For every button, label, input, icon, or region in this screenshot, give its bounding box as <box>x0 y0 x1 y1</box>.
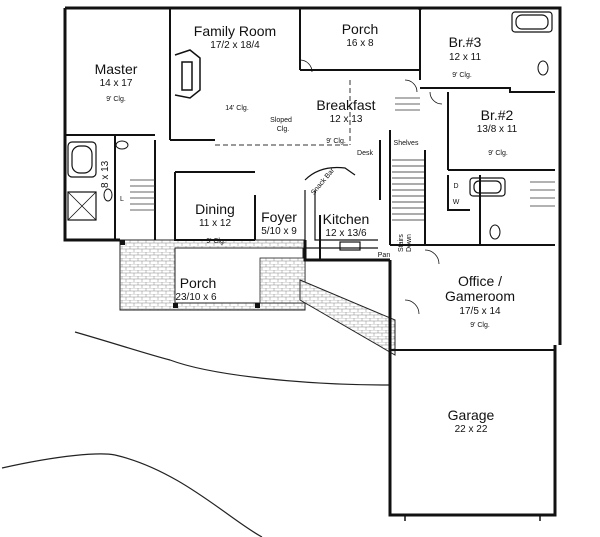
room-name-dining: Dining <box>195 201 235 217</box>
fireplace <box>174 49 201 99</box>
room-name-garage: Garage <box>447 407 495 423</box>
closet-shelving <box>130 97 555 211</box>
room-ceiling-br3: 9' Clg. <box>452 72 472 79</box>
interior-walls <box>65 8 555 351</box>
room-dims-family-room: 17/2 x 18/4 <box>210 40 260 51</box>
room-name-br3: Br.#3 <box>448 34 482 50</box>
stairs-label: Stairs <box>398 234 405 252</box>
room-name-kitchen: Kitchen <box>322 211 370 227</box>
room-ceiling-family-room: 14' Clg. <box>225 105 249 112</box>
room-ceiling-breakfast: 9' Clg. <box>326 138 346 145</box>
shelves-label: Shelves <box>393 140 419 147</box>
door-swings <box>299 59 443 315</box>
room-dims-master: 14 x 17 <box>99 78 133 89</box>
room-name-br2: Br.#2 <box>480 107 514 123</box>
room-name-office: Office / <box>457 273 503 289</box>
room-dims-foyer: 5/10 x 9 <box>261 226 297 237</box>
shower-x <box>67 191 97 221</box>
shower <box>67 191 97 221</box>
toilets <box>103 60 549 240</box>
bathtubs <box>67 11 553 197</box>
garage-door-marks <box>404 515 541 521</box>
pantry-label: Pan <box>377 252 391 259</box>
room-name-gameroom: Gameroom <box>444 288 516 304</box>
room-ceiling-dining: 9' Clg. <box>206 238 226 245</box>
kitchen-counters <box>304 166 378 251</box>
room-dims-kitchen: 12 x 13/6 <box>325 228 367 239</box>
stairs-down-label: Down <box>406 234 413 252</box>
room-dims-garage: 22 x 22 <box>454 424 488 435</box>
room-ceiling-br2: 9' Clg. <box>488 150 508 157</box>
room-dims-br3: 12 x 11 <box>448 52 482 63</box>
room-ceiling-master: 9' Clg. <box>106 96 126 103</box>
room-dims-dining: 11 x 12 <box>198 218 232 229</box>
sloped-note-2: Clg. <box>276 126 290 133</box>
room-name-family-room: Family Room <box>193 23 277 39</box>
linen-label: L <box>120 196 124 203</box>
sloped-ceiling-line <box>215 80 351 146</box>
room-name-porch-back: Porch <box>341 21 379 37</box>
washer-label: W <box>452 199 460 206</box>
room-name-master: Master <box>94 61 138 77</box>
bath-dims: 8 x 13 <box>100 160 111 188</box>
desk-label: Desk <box>357 150 373 157</box>
room-dims-office: 17/5 x 14 <box>459 306 501 317</box>
sloped-note-1: Sloped <box>270 117 292 124</box>
stairs <box>392 159 424 221</box>
room-dims-porch-back: 16 x 8 <box>346 38 374 49</box>
room-dims-br2: 13/8 x 11 <box>476 124 518 135</box>
room-name-foyer: Foyer <box>261 209 297 225</box>
dryer-label: D <box>453 183 459 190</box>
porch-columns <box>120 240 260 308</box>
room-dims-porch-front: 23/10 x 6 <box>175 292 217 303</box>
front-porch-paving <box>119 239 396 356</box>
room-dims-breakfast: 12 x 13 <box>329 114 363 125</box>
driveway <box>1 331 391 537</box>
room-name-breakfast: Breakfast <box>316 97 376 113</box>
room-name-porch-front: Porch <box>179 275 217 291</box>
room-ceiling-office: 9' Clg. <box>470 322 490 329</box>
